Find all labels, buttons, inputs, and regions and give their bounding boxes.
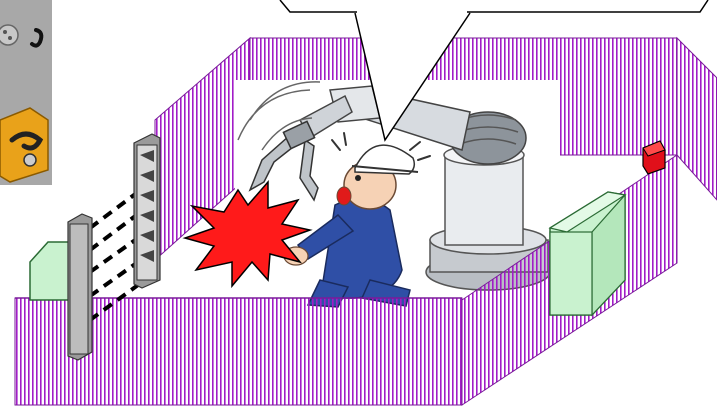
control-box-left-icon: [30, 242, 70, 300]
thumbnail-image: [0, 0, 52, 185]
light-curtain-emitter-icon: [68, 214, 92, 360]
thumbnail-tool-icon: [0, 108, 48, 182]
light-curtain-icon: [134, 134, 160, 288]
safety-fence-back-right: [677, 38, 717, 200]
